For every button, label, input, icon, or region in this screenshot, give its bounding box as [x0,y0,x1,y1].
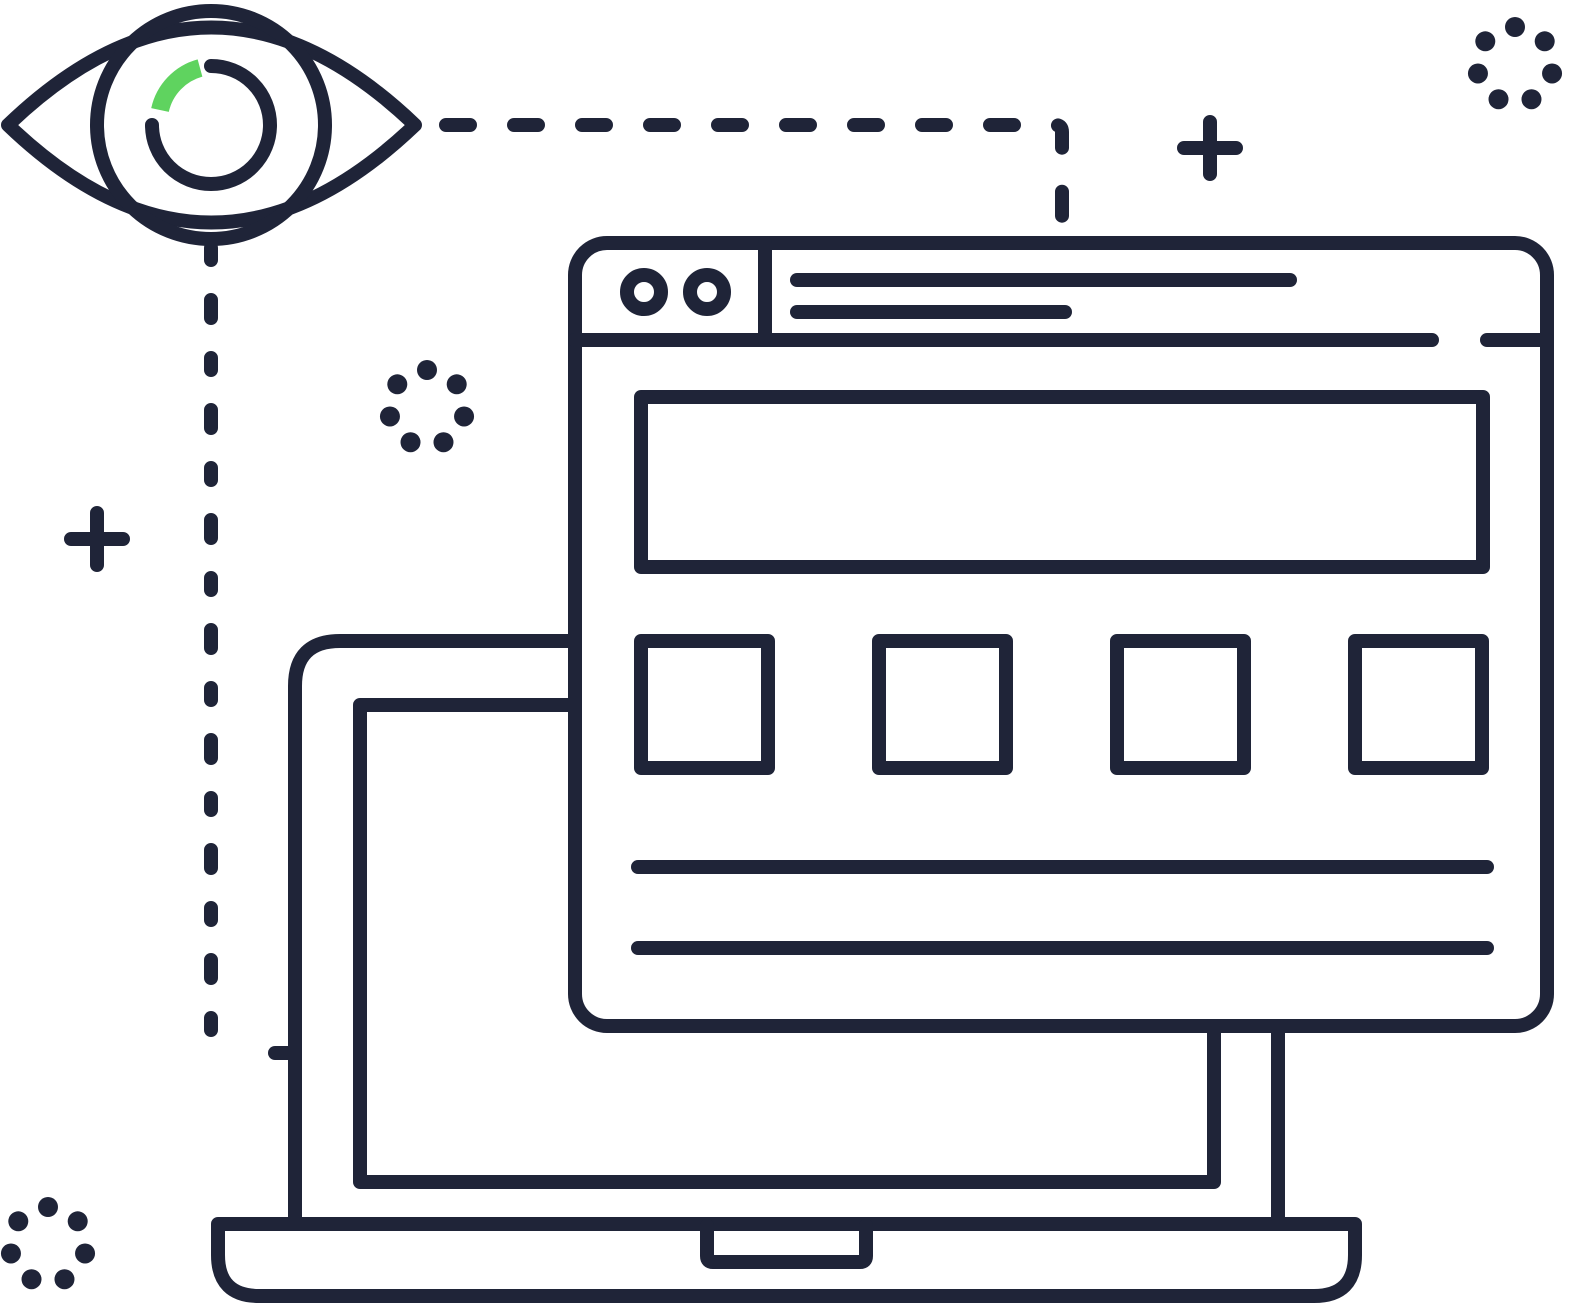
plus-sparkle-icon [1177,115,1243,181]
hero-banner [634,390,1490,574]
dashed-connector-down [204,241,297,1060]
dashed-connector-right [439,118,1069,242]
sparkle-dot [54,1269,75,1290]
sparkle-dot [8,1211,29,1232]
sparkle-dot [21,1269,42,1290]
sparkle-dot [1467,63,1488,84]
laptop-screen [353,698,1221,1189]
browser-window [568,236,1554,1033]
sparkle-dot [1505,17,1525,37]
dot-ring-icon [1467,17,1563,110]
sparkle-dot [38,1197,58,1217]
sparkle-dot [454,406,475,427]
sparkle-dot [1521,89,1542,110]
eye-icon [1,4,422,246]
sparkle-dot [1542,63,1563,84]
sparkle-dot [0,1243,21,1264]
dot-ring-icon [0,1197,96,1290]
content-tile [634,634,775,775]
laptop [211,634,1362,1303]
sparkle-dot [75,1243,96,1264]
sparkle-dot [400,432,421,453]
sparkle-dot [1488,89,1509,110]
sparkle-dot [387,374,408,395]
sparkle-dot [67,1211,88,1232]
content-tile [872,634,1013,775]
sparkle-dot [417,360,437,380]
laptop-base [211,1217,1362,1303]
window-control-icon [683,268,731,316]
sparkle-dot [433,432,454,453]
sparkle-dot [379,406,400,427]
plus-sparkle-icon [64,506,130,572]
pupil-arc [145,59,277,191]
window-control-icon [620,268,668,316]
laptop-screen-frame [288,634,582,1225]
sparkle-dot [1475,31,1496,52]
dot-ring-icon [379,360,475,453]
sparkle-dot [446,374,467,395]
sparkle-dot [1534,31,1555,52]
content-tile [1110,634,1251,775]
laptop-trackpad-notch [700,1219,873,1269]
content-tile [1348,634,1489,775]
